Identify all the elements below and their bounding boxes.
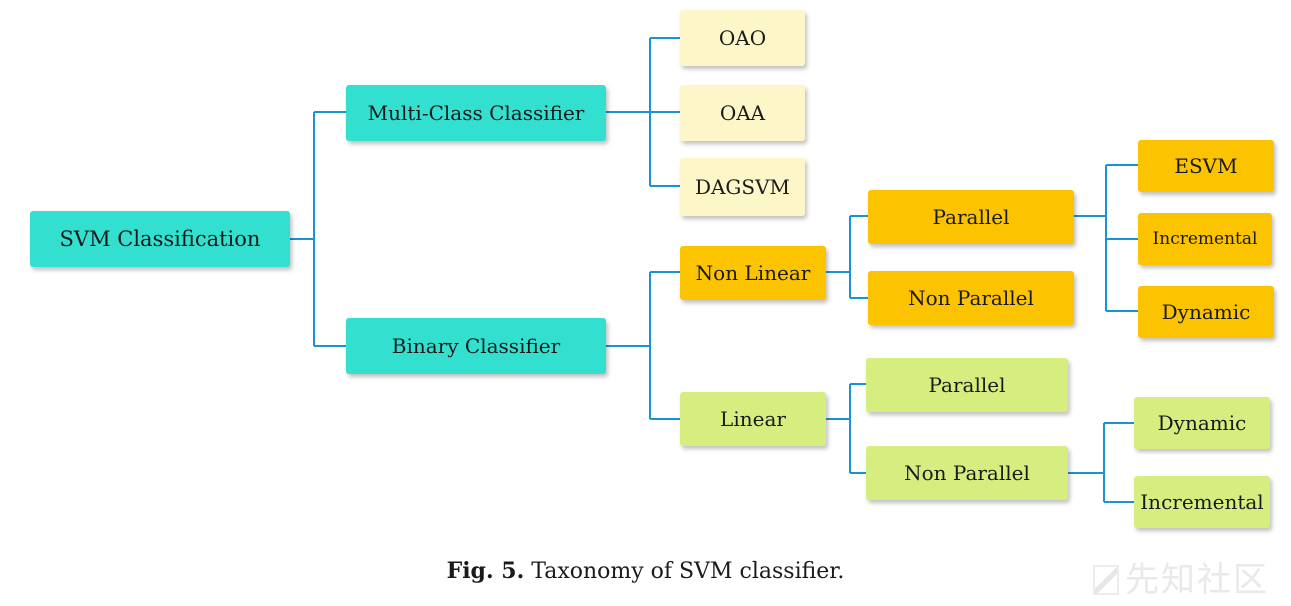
node-l-incremental: Incremental <box>1134 476 1270 528</box>
node-l-dynamic: Dynamic <box>1134 397 1270 449</box>
node-nl-parallel: Parallel <box>868 190 1074 244</box>
watermark: 先知社区 <box>1093 552 1269 601</box>
node-oao: OAO <box>680 10 805 66</box>
figure-caption: Fig. 5. Taxonomy of SVM classifier. <box>0 558 1291 584</box>
node-dagsvm: DAGSVM <box>680 158 805 216</box>
node-non-linear: Non Linear <box>680 246 826 300</box>
connector-root <box>290 111 346 347</box>
connector-non-linear <box>826 215 868 299</box>
node-binary-classifier: Binary Classifier <box>346 318 606 374</box>
node-esvm: ESVM <box>1138 140 1274 192</box>
node-nl-dynamic: Dynamic <box>1138 286 1274 338</box>
caption-label: Fig. 5. <box>446 558 525 584</box>
node-nl-incremental: Incremental <box>1138 213 1272 265</box>
node-oaa: OAA <box>680 85 805 141</box>
connector-nl-parallel <box>1074 164 1138 312</box>
node-nl-non-parallel: Non Parallel <box>868 271 1074 325</box>
node-multi-class-classifier: Multi-Class Classifier <box>346 85 606 141</box>
connector-linear <box>826 383 866 474</box>
node-l-non-parallel: Non Parallel <box>866 446 1068 500</box>
node-svm-classification: SVM Classification <box>30 211 290 267</box>
connector-binary <box>606 271 680 420</box>
caption-text: Taxonomy of SVM classifier. <box>531 559 845 584</box>
connector-multi-class <box>606 37 680 187</box>
connector-l-non-parallel <box>1068 422 1134 503</box>
node-l-parallel: Parallel <box>866 358 1068 412</box>
watermark-text: 先知社区 <box>1125 560 1269 600</box>
watermark-logo-icon <box>1093 565 1119 595</box>
node-linear: Linear <box>680 392 826 446</box>
svm-taxonomy-diagram: SVM Classification Multi-Class Classifie… <box>30 10 1274 528</box>
connector-lines <box>290 37 1138 503</box>
